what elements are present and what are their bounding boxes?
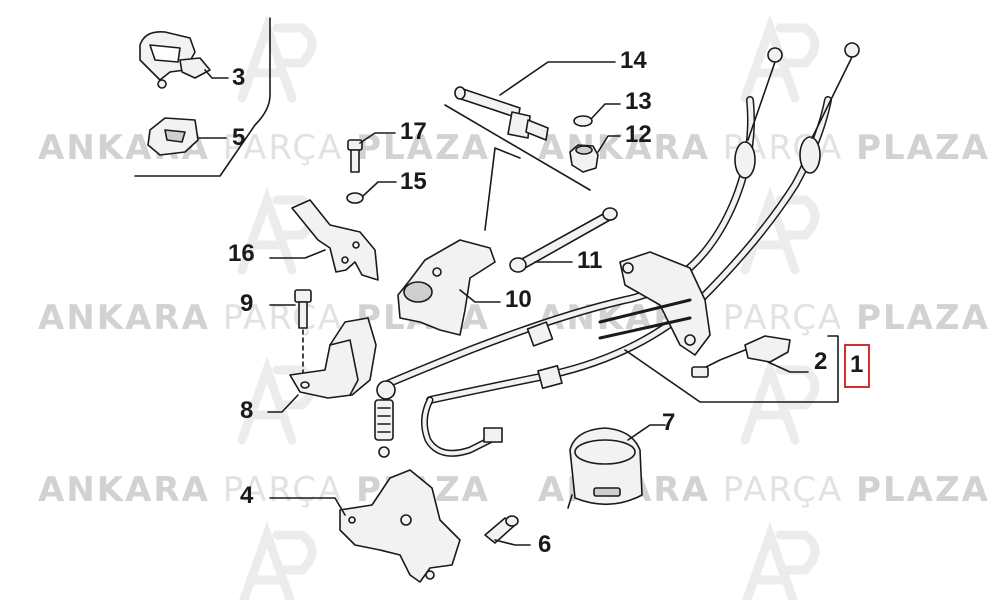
bracket-part-16	[291, 199, 379, 281]
leader-10	[459, 289, 501, 303]
leader-17	[359, 132, 396, 144]
washer-part-15	[346, 192, 364, 204]
washer-part-13	[573, 115, 593, 127]
callout-6: 6	[538, 531, 552, 558]
callout-12: 12	[625, 121, 652, 148]
rod-part-11	[509, 207, 618, 273]
leader-7	[627, 424, 666, 441]
callout-9: 9	[240, 290, 254, 317]
pin-part-14	[454, 86, 549, 141]
watermark-text: ANKARA PARÇA PLAZA	[38, 470, 488, 510]
callout-4: 4	[240, 482, 254, 509]
leader-2	[767, 361, 809, 373]
bracket-14b	[484, 147, 521, 231]
leader-14	[499, 61, 616, 96]
bolt-part-17	[347, 139, 363, 173]
clip-part-5	[147, 117, 199, 156]
boot-part-7	[567, 427, 643, 509]
bracket-part-10	[397, 239, 496, 336]
callout-14: 14	[620, 47, 647, 74]
bolt-part-6	[484, 515, 519, 544]
ap-logo-watermark	[740, 356, 820, 445]
leader-8	[267, 394, 299, 413]
callout-10: 10	[505, 286, 532, 313]
leader-1	[624, 335, 839, 403]
leader-16	[269, 249, 326, 259]
leader-6	[494, 539, 531, 546]
inset-frame	[134, 17, 271, 177]
callout-8: 8	[240, 397, 254, 424]
callout-3: 3	[232, 64, 246, 91]
ap-logo-watermark	[239, 521, 317, 600]
callout-1-highlight	[844, 344, 870, 388]
clip-part-3	[139, 30, 211, 89]
callout-5: 5	[232, 124, 246, 151]
callout-7: 7	[662, 409, 676, 436]
leader-15	[362, 181, 397, 197]
leader-4	[269, 497, 346, 516]
bolt-part-9	[294, 289, 312, 329]
nut-part-12	[569, 144, 599, 173]
callout-11: 11	[577, 247, 603, 274]
callout-13: 13	[625, 88, 652, 115]
callout-1: 1	[850, 351, 864, 378]
callout-15: 15	[400, 168, 427, 195]
callout-16: 16	[228, 240, 255, 267]
leader-13	[591, 103, 621, 119]
ap-logo-watermark	[742, 521, 820, 600]
ap-logo-watermark	[740, 14, 820, 103]
cover-part-8	[289, 317, 377, 399]
leader-12	[597, 135, 621, 153]
callout-2: 2	[814, 348, 828, 375]
ap-logo-watermark	[237, 14, 317, 103]
leader-3	[204, 69, 229, 79]
bracket-part-4	[339, 469, 461, 583]
bracket-14	[444, 104, 591, 191]
cable-plate	[598, 251, 711, 356]
switch-part-2	[691, 335, 791, 378]
callout-17: 17	[400, 118, 427, 145]
